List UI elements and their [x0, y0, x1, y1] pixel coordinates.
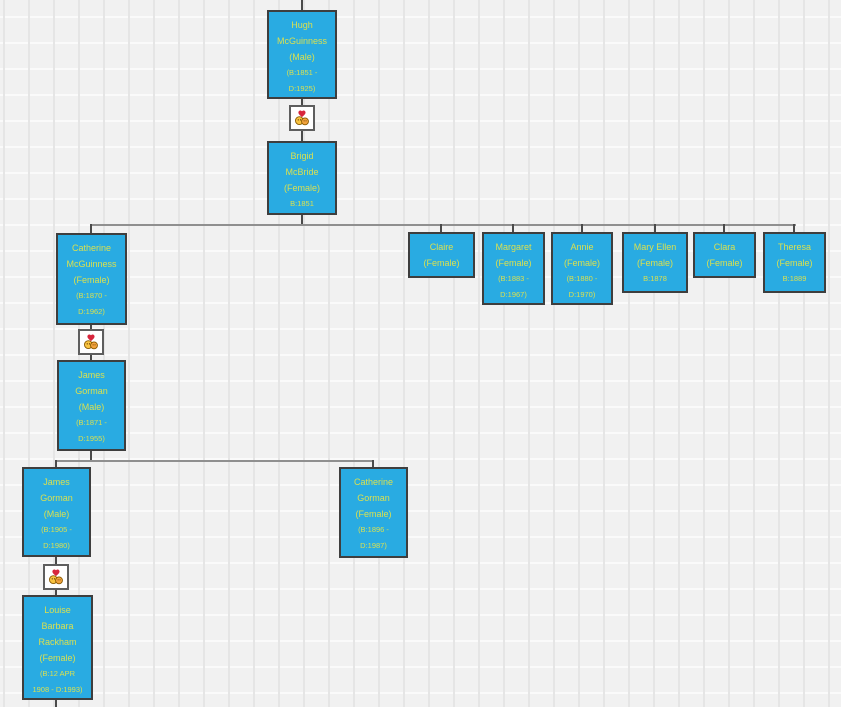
person-dates-line: D:1925) [288, 84, 316, 93]
person-box-brigid-mcbride[interactable]: Brigid McBride (Female) B:1851 [267, 141, 337, 215]
person-box-louise-barbara-rackham[interactable]: Louise Barbara Rackham (Female) (B:12 AP… [22, 595, 93, 700]
person-box-catherine-gorman[interactable]: Catherine Gorman (Female) (B:1896 - D:19… [339, 467, 408, 558]
person-box-clara[interactable]: Clara (Female) [693, 232, 756, 278]
person-name-line: Louise [44, 605, 71, 615]
person-gender-line: (Female) [636, 258, 673, 268]
person-name-line: McGuinness [276, 36, 328, 46]
person-gender-line: (Female) [355, 509, 392, 519]
connector-line [654, 224, 656, 232]
connector-line [90, 355, 92, 360]
person-gender-line: (Female) [423, 258, 460, 268]
person-name-line: Rackham [38, 637, 77, 647]
person-name-line: McGuinness [66, 259, 117, 269]
connector-line [55, 460, 374, 462]
person-name-line: James [43, 477, 70, 487]
person-gender-line: (Female) [73, 275, 110, 285]
person-dates-line: D:1987) [360, 541, 387, 550]
person-box-catherine-mcguinness[interactable]: Catherine McGuinness (Female) (B:1870 - … [56, 233, 127, 325]
person-dates-line: (B:1896 - [358, 525, 389, 534]
connector-line [90, 451, 92, 461]
person-dates-line: (B:1871 - [76, 418, 107, 427]
person-box-james-gorman-jr[interactable]: James Gorman (Male) (B:1905 - D:1980) [22, 467, 91, 557]
person-gender-line: (Male) [43, 509, 70, 519]
person-dates-line: D:1962) [78, 307, 105, 316]
connector-line [90, 224, 796, 226]
person-dates-line: B:1878 [643, 274, 667, 283]
connector-line [301, 215, 303, 225]
person-dates-line: (B:12 APR [39, 669, 76, 678]
couple-heart-icon [49, 569, 63, 585]
person-dates-line: (B:1905 - [41, 525, 72, 534]
connector-line [90, 325, 92, 329]
connector-line [301, 99, 303, 105]
person-gender-line: (Female) [39, 653, 76, 663]
person-dates-line: (B:1883 - [498, 274, 529, 283]
person-name-line: Claire [429, 242, 454, 252]
person-dates-line: D:1967) [500, 290, 527, 299]
connector-line [55, 590, 57, 595]
person-gender-line: (Female) [563, 258, 600, 268]
connector-line [55, 460, 57, 467]
connector-line [440, 224, 442, 232]
connector-line [723, 224, 725, 232]
person-gender-line: (Female) [495, 258, 532, 268]
person-dates-line: D:1980) [43, 541, 70, 550]
person-name-line: Annie [570, 242, 594, 252]
person-name-line: McBride [285, 167, 319, 177]
couple-heart-icon [84, 334, 98, 350]
connector-line [301, 0, 303, 10]
couple-heart-icon [295, 110, 309, 126]
person-dates-line: D:1955) [78, 434, 105, 443]
person-dates-line: (B:1880 - [566, 274, 598, 283]
person-box-annie[interactable]: Annie (Female) (B:1880 - D:1970) [551, 232, 613, 305]
person-name-line: Barbara [41, 621, 74, 631]
person-name-line: Gorman [357, 493, 390, 503]
person-box-margaret[interactable]: Margaret (Female) (B:1883 - D:1967) [482, 232, 545, 305]
marriage-node[interactable] [289, 105, 315, 131]
person-gender-line: (Female) [776, 258, 813, 268]
person-name-line: Theresa [777, 242, 812, 252]
person-name-line: Catherine [353, 477, 394, 487]
person-box-mary-ellen[interactable]: Mary Ellen (Female) B:1878 [622, 232, 688, 293]
person-dates-line: B:1851 [290, 199, 314, 208]
person-name-line: Margaret [495, 242, 532, 252]
person-name-line: Clara [713, 242, 736, 252]
connector-line [301, 131, 303, 141]
marriage-node[interactable] [43, 564, 69, 590]
person-gender-line: (Male) [78, 402, 105, 412]
person-name-line: Catherine [71, 243, 112, 253]
connector-line [793, 224, 795, 232]
marriage-node[interactable] [78, 329, 104, 355]
person-dates-line: B:1889 [782, 274, 807, 283]
person-name-line: Gorman [75, 386, 108, 396]
person-box-theresa[interactable]: Theresa (Female) B:1889 [763, 232, 826, 293]
person-name-line: James [78, 370, 105, 380]
connector-line [512, 224, 514, 232]
person-gender-line: (Male) [289, 52, 315, 62]
connector-line [90, 224, 92, 233]
person-dates-line: (B:1851 - [286, 68, 318, 77]
person-gender-line: (Female) [283, 183, 320, 193]
person-dates-line: D:1970) [568, 290, 596, 299]
person-dates-line: (B:1870 - [76, 291, 107, 300]
person-box-claire[interactable]: Claire (Female) [408, 232, 475, 278]
connector-line [581, 224, 583, 232]
person-dates-line: 1908 - D:1993) [32, 685, 83, 694]
person-name-line: Mary Ellen [633, 242, 677, 252]
person-box-james-gorman-sr[interactable]: James Gorman (Male) (B:1871 - D:1955) [57, 360, 126, 451]
person-gender-line: (Female) [706, 258, 743, 268]
person-name-line: Gorman [40, 493, 73, 503]
person-name-line: Hugh [291, 20, 313, 30]
connector-line [372, 460, 374, 467]
connector-line [55, 557, 57, 564]
person-box-hugh-mcguinness[interactable]: Hugh McGuinness (Male) (B:1851 - D:1925) [267, 10, 337, 99]
connector-line [55, 700, 57, 707]
person-name-line: Brigid [290, 151, 314, 161]
